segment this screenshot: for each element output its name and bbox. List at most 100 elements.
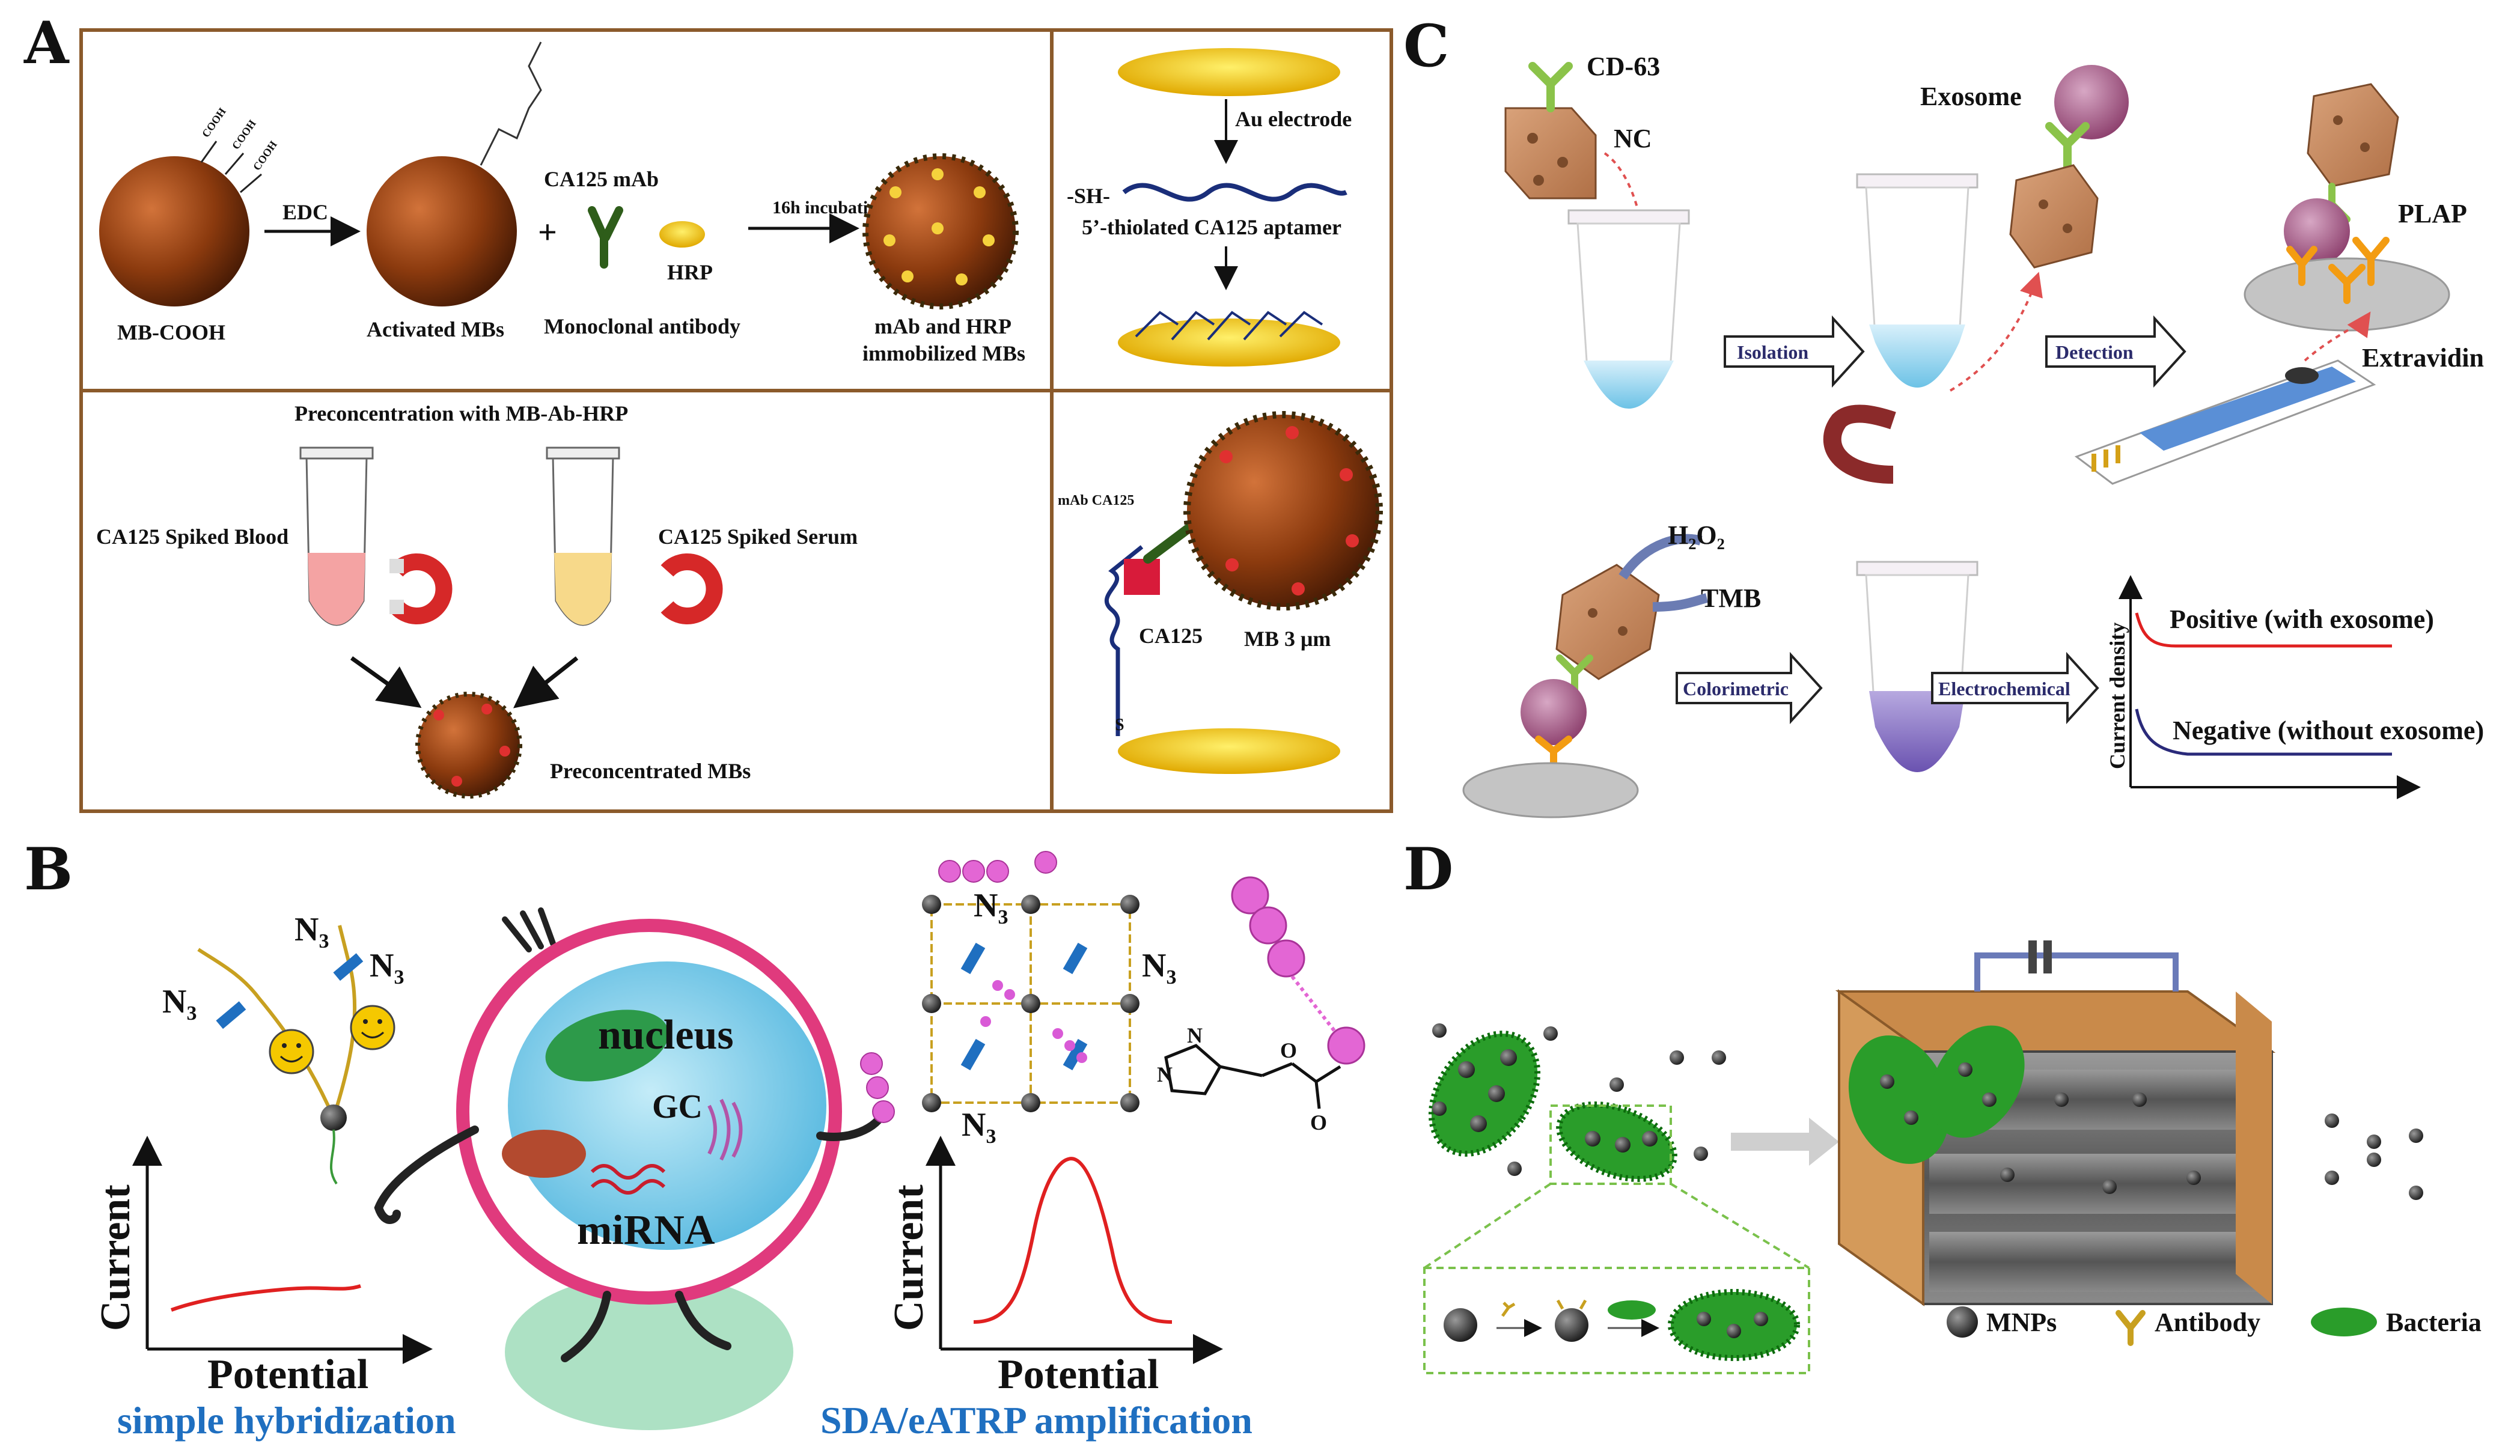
tmb-arrow (1652, 593, 1709, 612)
left-graph-xlabel: Potential (207, 1351, 368, 1398)
extravidin-label: Extravidin (2362, 343, 2484, 373)
panel-c: C CD-63 NC Isolation Exo (1403, 12, 2484, 818)
immobilized-label-line1: mAb and HRP (874, 314, 1011, 338)
panel-a: A COOH COOH COOH MB-COOH EDC Activated M… (23, 9, 1393, 813)
sensor-aptamer (1105, 545, 1144, 736)
electrochemical-label: Electrochemical (1938, 678, 2070, 699)
right-graph-xlabel: Potential (998, 1351, 1159, 1398)
bacterium-icon-1 (1428, 1031, 1541, 1157)
preconcentration-title: Preconcentration with MB-Ab-HRP (294, 401, 628, 425)
blood-tube (299, 446, 374, 626)
colorimetric-plate (1462, 762, 1639, 818)
isolation-label: Isolation (1737, 341, 1808, 363)
hrp-icon (659, 221, 705, 248)
n3-label-3: N3 (370, 947, 404, 988)
zoom-inset (1423, 1267, 1810, 1374)
mab-ca125-label: mAb CA125 (1058, 493, 1134, 508)
right-graph-ylabel: Current (886, 1184, 932, 1331)
mirna-label: miRNA (577, 1207, 715, 1253)
bacteria-legend-label: Bacteria (2386, 1308, 2482, 1337)
tube-3 (1856, 561, 1978, 772)
nc-cube-c4 (1555, 564, 1660, 680)
isolation-arrow (1724, 315, 1865, 388)
aptamer-layer (1135, 311, 1323, 341)
pink-bead-chain-left (860, 1052, 895, 1123)
nc-cube-c2 (2009, 164, 2099, 269)
separation-device (1835, 940, 2276, 1306)
panel-d: D (1403, 835, 2482, 1374)
left-graph-ylabel: Current (93, 1184, 139, 1331)
right-graph-curve (973, 1157, 1173, 1324)
gc-label: GC (652, 1088, 703, 1126)
n3-label-6: N3 (962, 1106, 996, 1148)
antibody-icon (588, 206, 623, 269)
sensor-electrode-disc (1118, 728, 1340, 774)
tmb-label: TMB (1701, 583, 1761, 613)
s-label: S (1115, 716, 1124, 734)
thiolated-aptamer-icon (1122, 183, 1347, 202)
activated-mbs-label: Activated MBs (367, 317, 504, 341)
ca125-mab-label: CA125 mAb (544, 167, 659, 191)
colorimetric-arrow (1676, 651, 1823, 725)
sh-label: -SH- (1067, 184, 1110, 208)
negative-label: Negative (without exosome) (2173, 716, 2484, 745)
mnps-legend-icon (1947, 1306, 1978, 1338)
plap-label: PLAP (2398, 199, 2467, 228)
exosome-icon-c2 (2284, 198, 2350, 264)
exosome-icon (2054, 65, 2129, 139)
panel-d-letter: D (1403, 835, 1453, 903)
plap-antibody-icon-3 (2328, 264, 2366, 304)
exosome-icon-c3 (1521, 679, 1587, 745)
serum-tube (546, 446, 620, 626)
ca125-label: CA125 (1139, 624, 1203, 648)
negative-curve (2135, 708, 2392, 756)
exosome-label: Exosome (1920, 82, 2022, 111)
polymer-network (922, 895, 1139, 1112)
left-graph (132, 1136, 433, 1364)
mb-cooh-bead (99, 156, 249, 306)
free-mnps-left (1432, 1023, 1726, 1176)
left-caption: simple hybridization (117, 1399, 456, 1442)
n3-label-1: N3 (162, 983, 197, 1025)
cell-shadow (505, 1274, 793, 1430)
activated-mb-bead (367, 156, 517, 306)
sensor-mb-bead (1183, 411, 1383, 611)
mitochondria-organelle (502, 1130, 586, 1178)
au-electrode-label: Au electrode (1235, 107, 1352, 131)
triazole-n-2: N (1157, 1062, 1173, 1086)
panel-b: B N3 N3 N3 Current Pote (24, 835, 1365, 1442)
antibody-legend-icon (2116, 1310, 2146, 1346)
ca125-protein (1124, 559, 1160, 595)
cell-leg-right (675, 1291, 731, 1350)
triazole-o-1: O (1280, 1038, 1297, 1062)
linker-chain (480, 41, 542, 166)
positive-label: Positive (with exosome) (2170, 605, 2434, 634)
immobilized-mb-bead (862, 153, 1019, 309)
bacterium-icon-2 (1556, 1101, 1677, 1182)
cd63-label: CD-63 (1587, 52, 1660, 81)
nucleus-organelle (545, 1010, 669, 1082)
hrp-label: HRP (667, 260, 713, 284)
pink-bead-chain-top (938, 851, 1057, 883)
left-graph-curve (170, 1284, 361, 1312)
free-mnps-right (2325, 1113, 2423, 1200)
panel-a-letter: A (23, 9, 70, 77)
right-caption: SDA/eATRP amplification (820, 1399, 1252, 1442)
mb-cooh-label: MB-COOH (117, 320, 225, 344)
cooh-label-3: COOH (251, 139, 279, 173)
detection-label: Detection (2055, 341, 2134, 363)
colorimetric-label: Colorimetric (1683, 678, 1789, 699)
edc-label: EDC (282, 200, 328, 224)
plap-antibody-icon-1 (2286, 246, 2317, 286)
monoclonal-antibody-label: Monoclonal antibody (544, 314, 740, 338)
dna-probe-left (197, 925, 364, 1185)
tube-2 (1856, 173, 1978, 388)
tube-1 (1567, 209, 1690, 409)
preconcentrated-mbs-label: Preconcentrated MBs (550, 759, 751, 783)
electrode-chip (2074, 359, 2376, 485)
current-density-ylabel: Current density (2105, 623, 2129, 769)
nc-cube-icon (1504, 107, 1597, 200)
spiked-blood-label: CA125 Spiked Blood (96, 525, 288, 549)
cell-hair (502, 907, 556, 952)
